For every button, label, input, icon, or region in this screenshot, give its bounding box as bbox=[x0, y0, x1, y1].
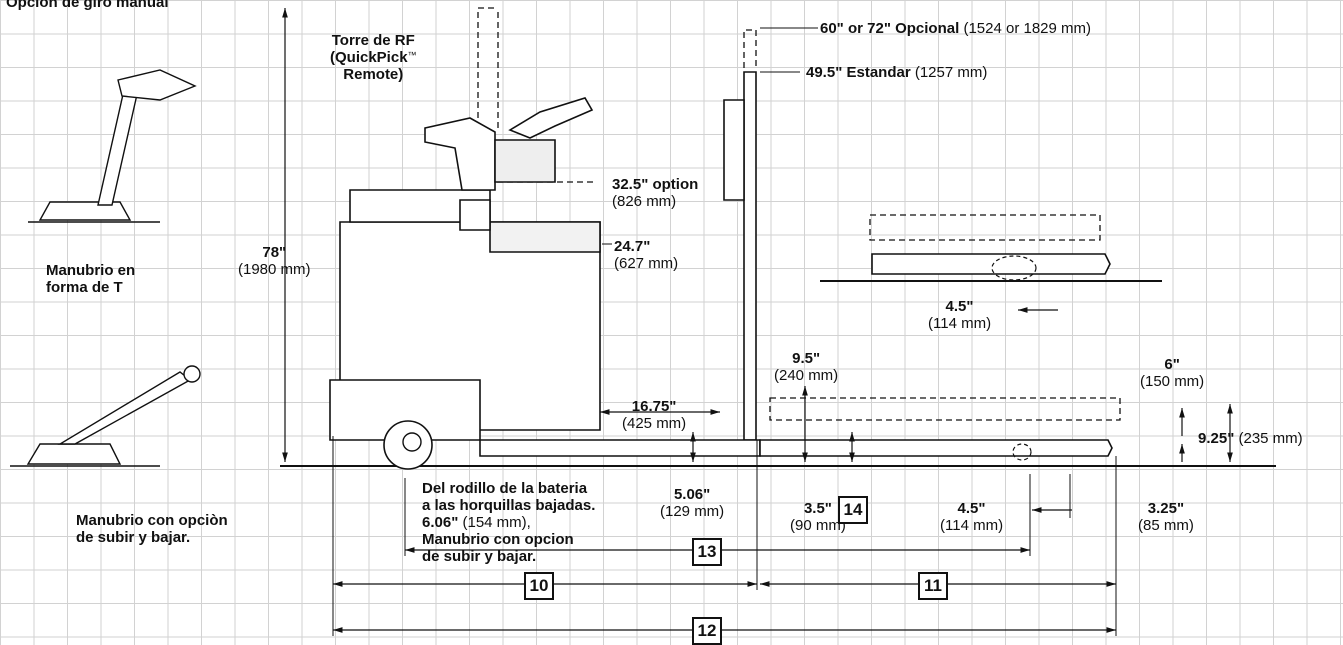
dim-16-75-label: 16.75"(425 mm) bbox=[622, 398, 687, 432]
battery-roller-label: Del rodillo de la bateria a las horquill… bbox=[422, 480, 596, 565]
extension-lines bbox=[332, 436, 1117, 636]
raise-lower-handle-inset bbox=[26, 365, 201, 465]
leader-lines bbox=[602, 27, 818, 245]
truck-body bbox=[329, 189, 601, 441]
optional-mast-height-label: 60" or 72" Opcional (1524 or 1829 mm) bbox=[820, 20, 1092, 37]
dim-3-5-label: 3.5"(90 mm) bbox=[790, 500, 846, 534]
dim-9-25-label: 9.25" (235 mm) bbox=[1198, 430, 1303, 447]
top-view-fork bbox=[871, 253, 1111, 275]
dim-5-06-label: 5.06"(129 mm) bbox=[660, 486, 725, 520]
callout-14: 14 bbox=[838, 496, 868, 524]
dim-78-label: 78"(1980 mm) bbox=[238, 244, 311, 278]
dim-4-5-top-label: 4.5"(114 mm) bbox=[928, 298, 992, 332]
t-handle-inset bbox=[38, 69, 197, 221]
dim-24-7-label: 24.7"(627 mm) bbox=[614, 238, 679, 272]
standard-mast-height-label: 49.5" Estandar (1257 mm) bbox=[806, 64, 988, 81]
dim-9-5-label: 9.5"(240 mm) bbox=[774, 350, 839, 384]
option-outlines bbox=[477, 7, 1121, 421]
tiller-head bbox=[424, 97, 594, 191]
dim-6-label: 6"(150 mm) bbox=[1140, 356, 1205, 390]
fork bbox=[479, 439, 1113, 457]
rf-tower-label: Torre de RF (QuickPick™ Remote) bbox=[330, 32, 417, 83]
callout-11: 11 bbox=[918, 572, 948, 600]
dim-4-5-bottom-label: 4.5"(114 mm) bbox=[940, 500, 1004, 534]
backrest-post bbox=[723, 71, 757, 441]
callout-12: 12 bbox=[692, 617, 722, 645]
dim-32-5-label: 32.5" option(826 mm) bbox=[612, 176, 699, 210]
drive-wheel-hub bbox=[402, 432, 422, 452]
manual-turn-option-label: Opcion de giro manual bbox=[6, 0, 169, 11]
callout-13: 13 bbox=[692, 538, 722, 566]
dim-3-25-label: 3.25"(85 mm) bbox=[1138, 500, 1194, 534]
load-wheel bbox=[1012, 443, 1032, 461]
top-view-load-wheel bbox=[991, 255, 1037, 281]
callout-10: 10 bbox=[524, 572, 554, 600]
